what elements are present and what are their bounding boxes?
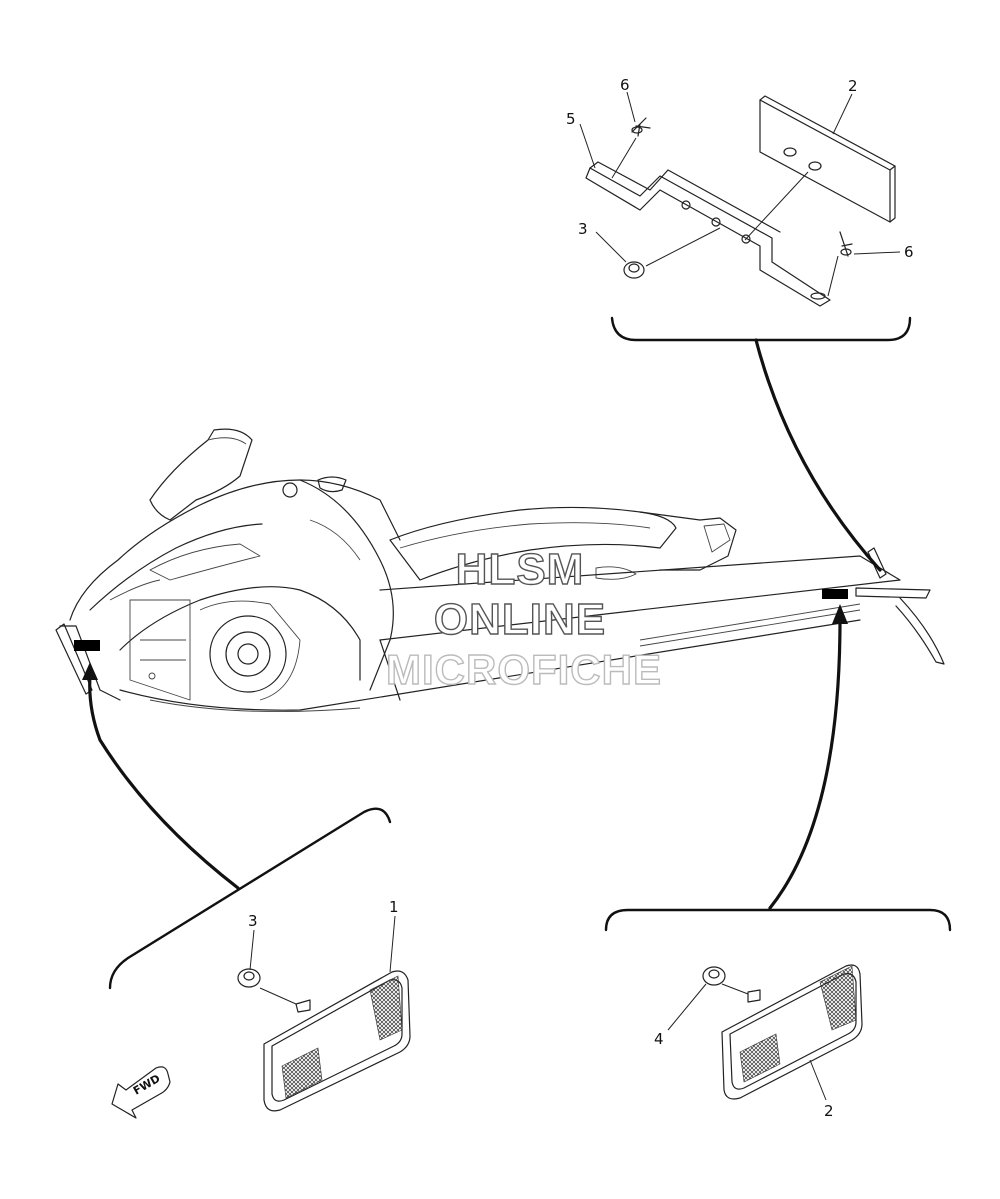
rear-reflector-part <box>721 964 863 1100</box>
top-detail-group: 2 6 5 3 6 <box>566 76 914 342</box>
forward-direction-indicator: FWD <box>111 1066 171 1119</box>
mounting-bracket-part <box>585 161 831 307</box>
callout-top-6b: 6 <box>904 243 914 261</box>
arrow-to-front-detail <box>88 674 240 890</box>
watermark: HLSM ONLINE MICROFICHE <box>385 544 662 693</box>
rear-detail-frame <box>604 908 952 932</box>
callout-top-6a: 6 <box>620 76 630 94</box>
callout-front-3: 3 <box>248 912 258 930</box>
arrowhead-rear <box>832 604 848 624</box>
fwd-label: FWD <box>131 1072 162 1098</box>
callout-top-5: 5 <box>566 110 576 128</box>
callout-front-1: 1 <box>389 898 399 916</box>
snowmobile-illustration <box>55 428 945 713</box>
callout-rear-2: 2 <box>824 1102 834 1120</box>
front-detail-frame <box>108 807 392 990</box>
flange-nut-part-front <box>237 968 261 988</box>
watermark-line2: ONLINE <box>434 595 606 644</box>
arrow-to-rear-detail <box>768 618 842 910</box>
callout-rear-4: 4 <box>654 1030 664 1048</box>
arrowhead-front <box>82 662 98 680</box>
arrow-to-top-detail <box>754 338 882 572</box>
rear-reflector-marker <box>822 589 848 599</box>
rear-detail-group: 4 2 <box>604 908 952 1120</box>
rivet-part-lower <box>839 231 853 257</box>
front-reflector-marker <box>74 640 100 651</box>
watermark-line3: MICROFICHE <box>386 646 662 693</box>
front-detail-group: 3 1 FWD <box>108 807 411 1119</box>
top-detail-frame <box>610 316 912 342</box>
callout-top-2: 2 <box>848 77 858 95</box>
front-reflector-part <box>263 970 411 1112</box>
watermark-line1: HLSM <box>456 545 585 594</box>
rivet-part-upper <box>631 117 651 137</box>
license-plate-part <box>759 95 896 223</box>
callout-top-3: 3 <box>578 220 588 238</box>
flange-nut-part-rear <box>702 966 726 986</box>
flange-nut-part-top <box>623 261 645 279</box>
